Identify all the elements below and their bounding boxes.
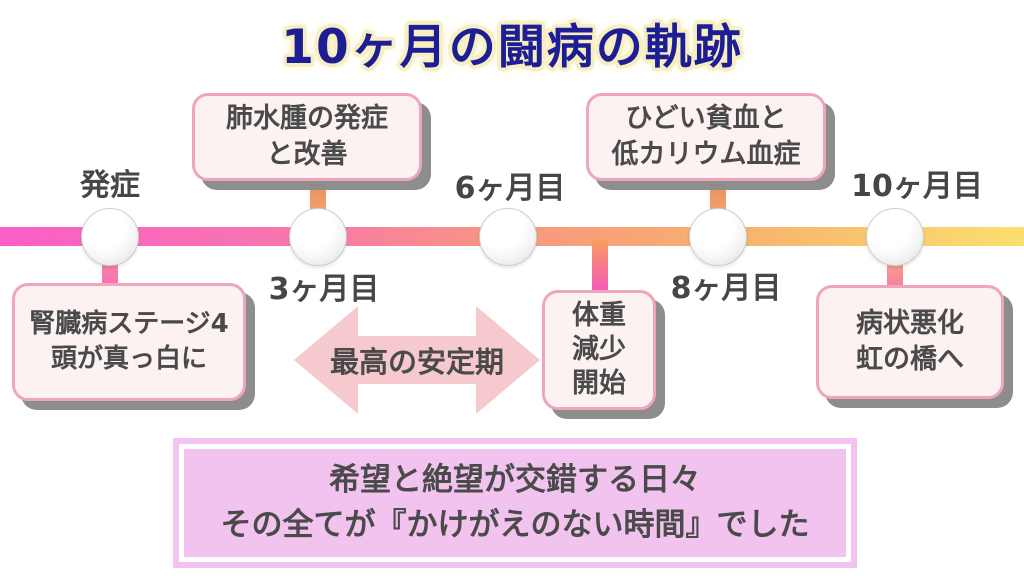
event-text-line: 頭が真っ白に [50,344,207,374]
event-box-anemia: ひどい貧血と 低カリウム血症 [586,93,826,181]
event-text-line: 体重 [572,300,626,332]
event-text-line: 病状悪化 [856,307,964,339]
event-text-line: 虹の橋へ [856,344,964,375]
event-text-line: と改善 [266,139,348,170]
milestone-label-8mo: 8ヶ月目 [670,271,782,306]
stable-period-label: 最高の安定期 [329,345,504,379]
stable-period-arrow: 最高の安定期 [292,302,542,418]
event-box-worsening: 病状悪化 虹の橋へ [816,285,1004,399]
summary-line-1: 希望と絶望が交錯する日々 [329,462,701,499]
event-text-line: 減少 [572,334,626,366]
summary-line-2: その全てが『かけがえのない時間』でした [220,507,810,543]
event-text-line: ひどい貧血と [625,102,787,134]
summary-banner-inner: 希望と絶望が交錯する日々 その全てが『かけがえのない時間』でした [179,444,851,562]
event-text-line: 腎臓病ステージ4 [29,308,229,339]
milestone-label-onset: 発症 [80,168,140,203]
double-arrow-shape [294,306,540,414]
timeline-node-10mo [866,208,924,266]
timeline-node-8mo [689,208,747,266]
event-box-lung: 肺水腫の発症 と改善 [192,93,422,181]
summary-banner: 希望と絶望が交錯する日々 その全てが『かけがえのない時間』でした [173,438,857,568]
milestone-label-6mo: 6ヶ月目 [454,171,566,206]
page-title: 10ヶ月の闘病の軌跡 [281,20,743,75]
timeline-node-6mo [479,208,537,266]
event-text-line: 開始 [572,367,626,399]
milestone-label-3mo: 3ヶ月目 [268,272,380,307]
milestone-label-10mo: 10ヶ月目 [851,169,983,204]
event-text-line: 低カリウム血症 [611,139,801,170]
connector-weight [592,240,608,296]
double-arrow-icon [294,306,540,414]
timeline-node-onset [81,208,139,266]
event-box-weight: 体重 減少 開始 [542,290,656,410]
timeline-node-3mo [289,208,347,266]
event-text-line: 肺水腫の発症 [226,102,388,134]
event-box-kidney: 腎臓病ステージ4 頭が真っ白に [12,283,246,401]
